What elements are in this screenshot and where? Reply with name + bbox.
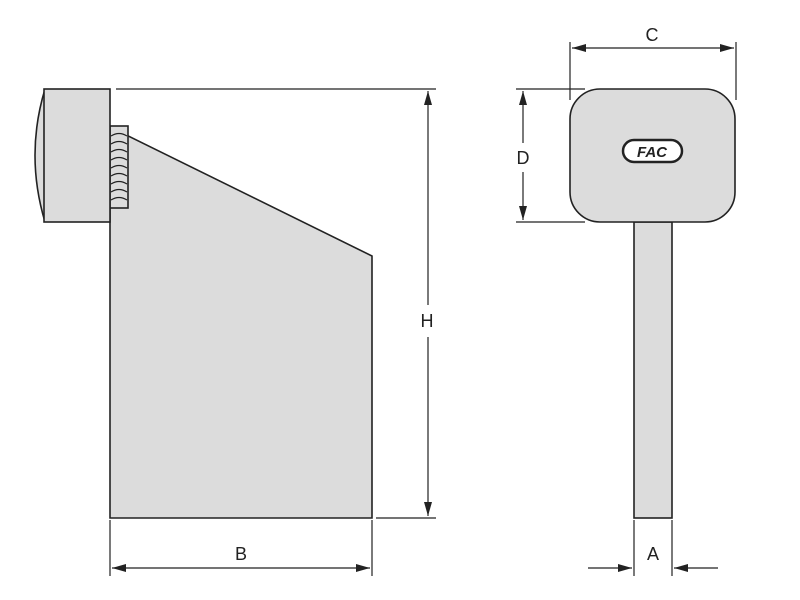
- dimension-label-d: D: [517, 148, 530, 168]
- dimension-b: B: [109, 520, 373, 576]
- dimension-label-c: C: [646, 25, 659, 45]
- front-view: FAC: [569, 88, 736, 519]
- dimension-h: H: [116, 88, 436, 519]
- end-cap: [43, 88, 111, 223]
- dimension-d: D: [516, 88, 585, 223]
- logo-text: FAC: [637, 144, 668, 161]
- barrier-post: [633, 221, 673, 519]
- dimension-label-h: H: [421, 311, 434, 331]
- fac-logo: FAC: [621, 138, 684, 164]
- barrier-body: [109, 125, 373, 519]
- dimension-label-b: B: [235, 544, 247, 564]
- dimension-a: A: [588, 520, 718, 576]
- spring-icon: [109, 125, 129, 209]
- dimension-label-a: A: [647, 544, 659, 564]
- side-view: [34, 88, 373, 519]
- dimension-c: C: [569, 25, 737, 100]
